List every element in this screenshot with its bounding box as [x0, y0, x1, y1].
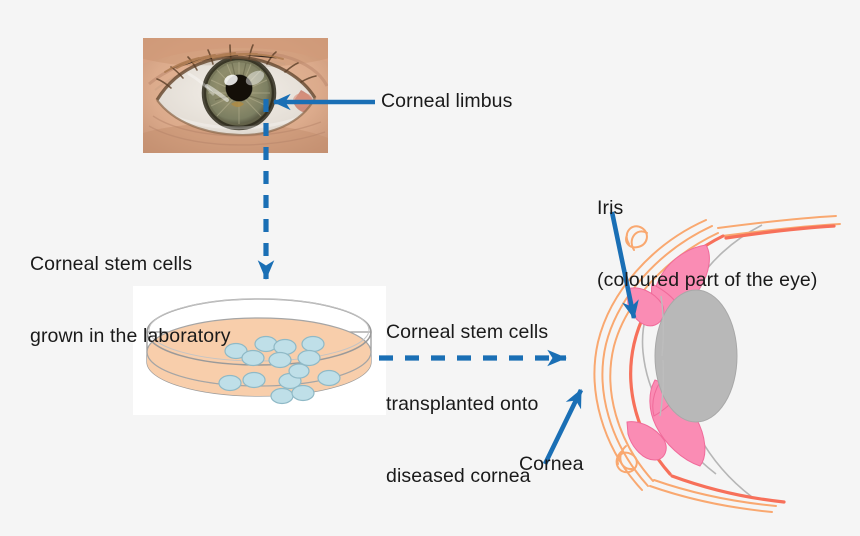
label-iris: Iris (coloured part of the eye): [597, 148, 817, 340]
label-iris-line1: Iris: [597, 197, 624, 219]
label-lab-grown-line1: Corneal stem cells: [30, 253, 193, 275]
label-transplant-stem-cells: Corneal stem cells transplanted onto dis…: [386, 272, 548, 536]
arrow-cornea: [542, 388, 584, 466]
label-iris-line2: (coloured part of the eye): [597, 269, 818, 291]
petri-dish-illustration: [133, 286, 386, 415]
label-transplant-line2: transplanted onto: [386, 393, 539, 415]
arrow-iris: [609, 211, 639, 320]
label-lab-grown-stem-cells: Corneal stem cells grown in the laborato…: [30, 204, 231, 396]
eye-photograph: [143, 38, 328, 153]
label-cornea: Cornea: [519, 453, 584, 475]
label-lab-grown-line2: grown in the laboratory: [30, 325, 231, 347]
label-transplant-line1: Corneal stem cells: [386, 321, 549, 343]
stem-cell-group: [218, 335, 341, 405]
label-corneal-limbus: Corneal limbus: [381, 90, 513, 112]
label-transplant-line3: diseased cornea: [386, 465, 531, 487]
